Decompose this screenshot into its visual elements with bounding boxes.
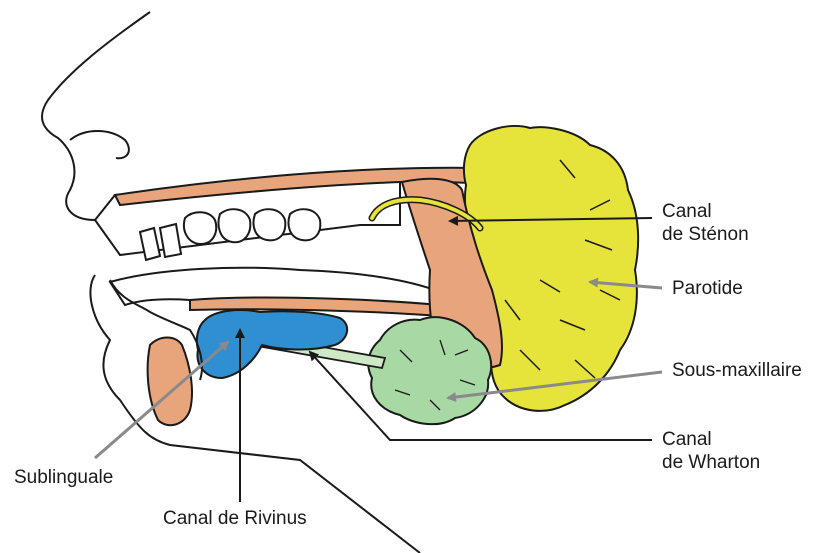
label-canal-stenon: Canal de Sténon xyxy=(662,200,749,246)
label-canal-stenon-line1: Canal xyxy=(662,200,749,223)
label-canal-stenon-line2: de Sténon xyxy=(662,223,749,246)
label-parotide: Parotide xyxy=(672,277,743,300)
label-sous-maxillaire: Sous-maxillaire xyxy=(672,359,802,382)
label-canal-rivinus: Canal de Rivinus xyxy=(163,507,307,530)
label-canal-wharton: Canal de Wharton xyxy=(662,428,760,474)
nostril-outline xyxy=(70,131,129,158)
chin-bone xyxy=(148,338,192,426)
label-canal-wharton-line1: Canal xyxy=(662,428,760,451)
submandibular-gland xyxy=(368,317,491,424)
label-sublinguale: Sublinguale xyxy=(14,466,113,489)
label-canal-wharton-line2: de Wharton xyxy=(662,451,760,474)
face-profile-outline xyxy=(42,12,150,220)
